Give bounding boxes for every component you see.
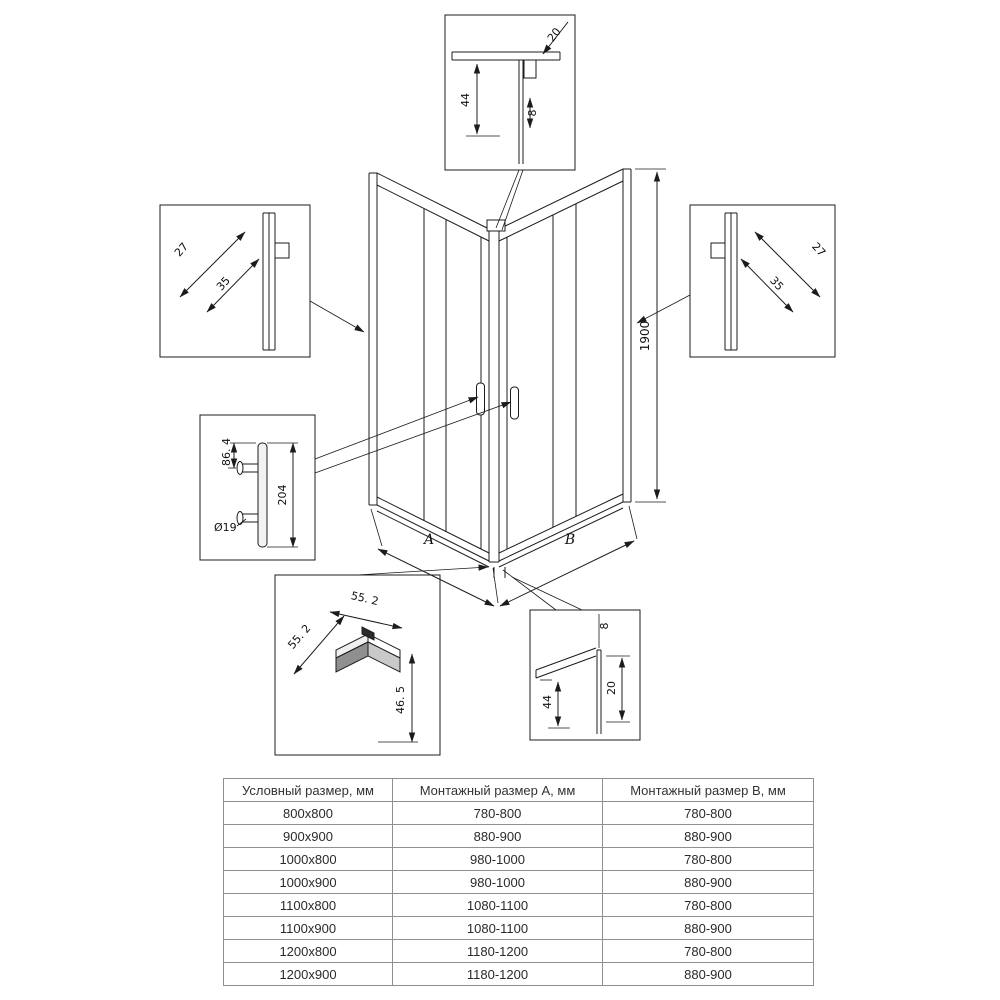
dim-label-20-bottom: 20 — [605, 681, 618, 695]
table-header-row: Условный размер, мм Монтажный размер А, … — [223, 778, 814, 802]
dim-label-44-bottom: 44 — [541, 695, 554, 709]
handle-flange-top — [236, 461, 244, 475]
detail-box-left-profile — [159, 204, 311, 358]
dim-label-diameter-19: Ø19 — [214, 521, 237, 534]
handle-peg-top — [240, 463, 259, 473]
table-row: 1200x800 1180-1200 780-800 — [223, 939, 814, 963]
dim-label-width-b: B — [564, 532, 575, 548]
door-handle-left — [476, 382, 485, 416]
cell-nominal: 1200x900 — [223, 962, 393, 986]
cell-mount-a: 980-1000 — [392, 847, 603, 871]
dim-label-8-bottom: 8 — [598, 623, 611, 630]
dim-label-8-top: 8 — [526, 110, 539, 117]
rail-hook — [523, 59, 537, 79]
handle-bar — [257, 442, 268, 548]
detail-bottom-profile: 8 44 20 — [535, 614, 630, 734]
cell-nominal: 900x900 — [223, 824, 393, 848]
wall-bracket — [274, 242, 290, 259]
connector-tab — [361, 626, 375, 641]
detail-handle: 86. 4 204 Ø19 — [214, 438, 298, 548]
cell-mount-a: 1080-1100 — [392, 893, 603, 917]
dim-label-width-a: A — [422, 532, 434, 548]
cell-mount-a: 780-800 — [392, 801, 603, 825]
table-row: 1200x900 1180-1200 880-900 — [223, 962, 814, 986]
dim-label-86-4: 86. 4 — [220, 438, 233, 466]
door-handle-right — [510, 386, 519, 420]
cell-nominal: 1100x900 — [223, 916, 393, 940]
cell-nominal: 1000x800 — [223, 847, 393, 871]
dim-label-44-top: 44 — [459, 93, 472, 107]
cell-mount-b: 780-800 — [602, 847, 814, 871]
cell-mount-a: 1080-1100 — [392, 916, 603, 940]
table-row: 900x900 880-900 880-900 — [223, 824, 814, 848]
detail-box-bottom-profile — [529, 609, 641, 741]
cell-mount-a: 880-900 — [392, 824, 603, 848]
table-row: 1000x900 980-1000 880-900 — [223, 870, 814, 894]
table-row: 800x800 780-800 780-800 — [223, 801, 814, 825]
cell-mount-b: 880-900 — [602, 870, 814, 894]
cell-mount-b: 880-900 — [602, 962, 814, 986]
cell-mount-b: 780-800 — [602, 801, 814, 825]
cell-nominal: 1100x800 — [223, 893, 393, 917]
cell-nominal: 1200x800 — [223, 939, 393, 963]
col-header-mount-size-a: Монтажный размер А, мм — [392, 778, 603, 802]
cell-mount-a: 1180-1200 — [392, 962, 603, 986]
col-header-mount-size-b: Монтажный размер В, мм — [602, 778, 814, 802]
leader-lines — [309, 169, 691, 611]
cell-nominal: 800x800 — [223, 801, 393, 825]
dim-label-46-5: 46. 5 — [394, 686, 407, 714]
dim-label-height-1900: 1900 — [638, 321, 652, 352]
cell-mount-b: 880-900 — [602, 824, 814, 848]
cell-mount-a: 980-1000 — [392, 870, 603, 894]
detail-corner-connector: 55. 2 55. 2 46. 5 — [285, 589, 418, 743]
cell-mount-b: 780-800 — [602, 893, 814, 917]
table-row: 1100x900 1080-1100 880-900 — [223, 916, 814, 940]
size-table: Условный размер, мм Монтажный размер А, … — [223, 778, 814, 986]
table-row: 1100x800 1080-1100 780-800 — [223, 893, 814, 917]
table-row: 1000x800 980-1000 780-800 — [223, 847, 814, 871]
cell-mount-a: 1180-1200 — [392, 939, 603, 963]
wall-bracket — [710, 242, 726, 259]
cell-mount-b: 880-900 — [602, 916, 814, 940]
cell-nominal: 1000x900 — [223, 870, 393, 894]
dim-label-204: 204 — [276, 485, 289, 506]
col-header-nominal-size: Условный размер, мм — [223, 778, 393, 802]
cell-mount-b: 780-800 — [602, 939, 814, 963]
technical-drawing: 20 44 8 27 35 27 35 — [159, 14, 836, 756]
handle-flange-bottom — [236, 511, 244, 525]
dim-label-55-2-top: 55. 2 — [350, 589, 380, 608]
main-dimensions: 1900 A B — [370, 168, 666, 607]
corner-cap — [486, 219, 506, 232]
shower-enclosure — [368, 168, 632, 578]
detail-frames — [159, 14, 836, 756]
